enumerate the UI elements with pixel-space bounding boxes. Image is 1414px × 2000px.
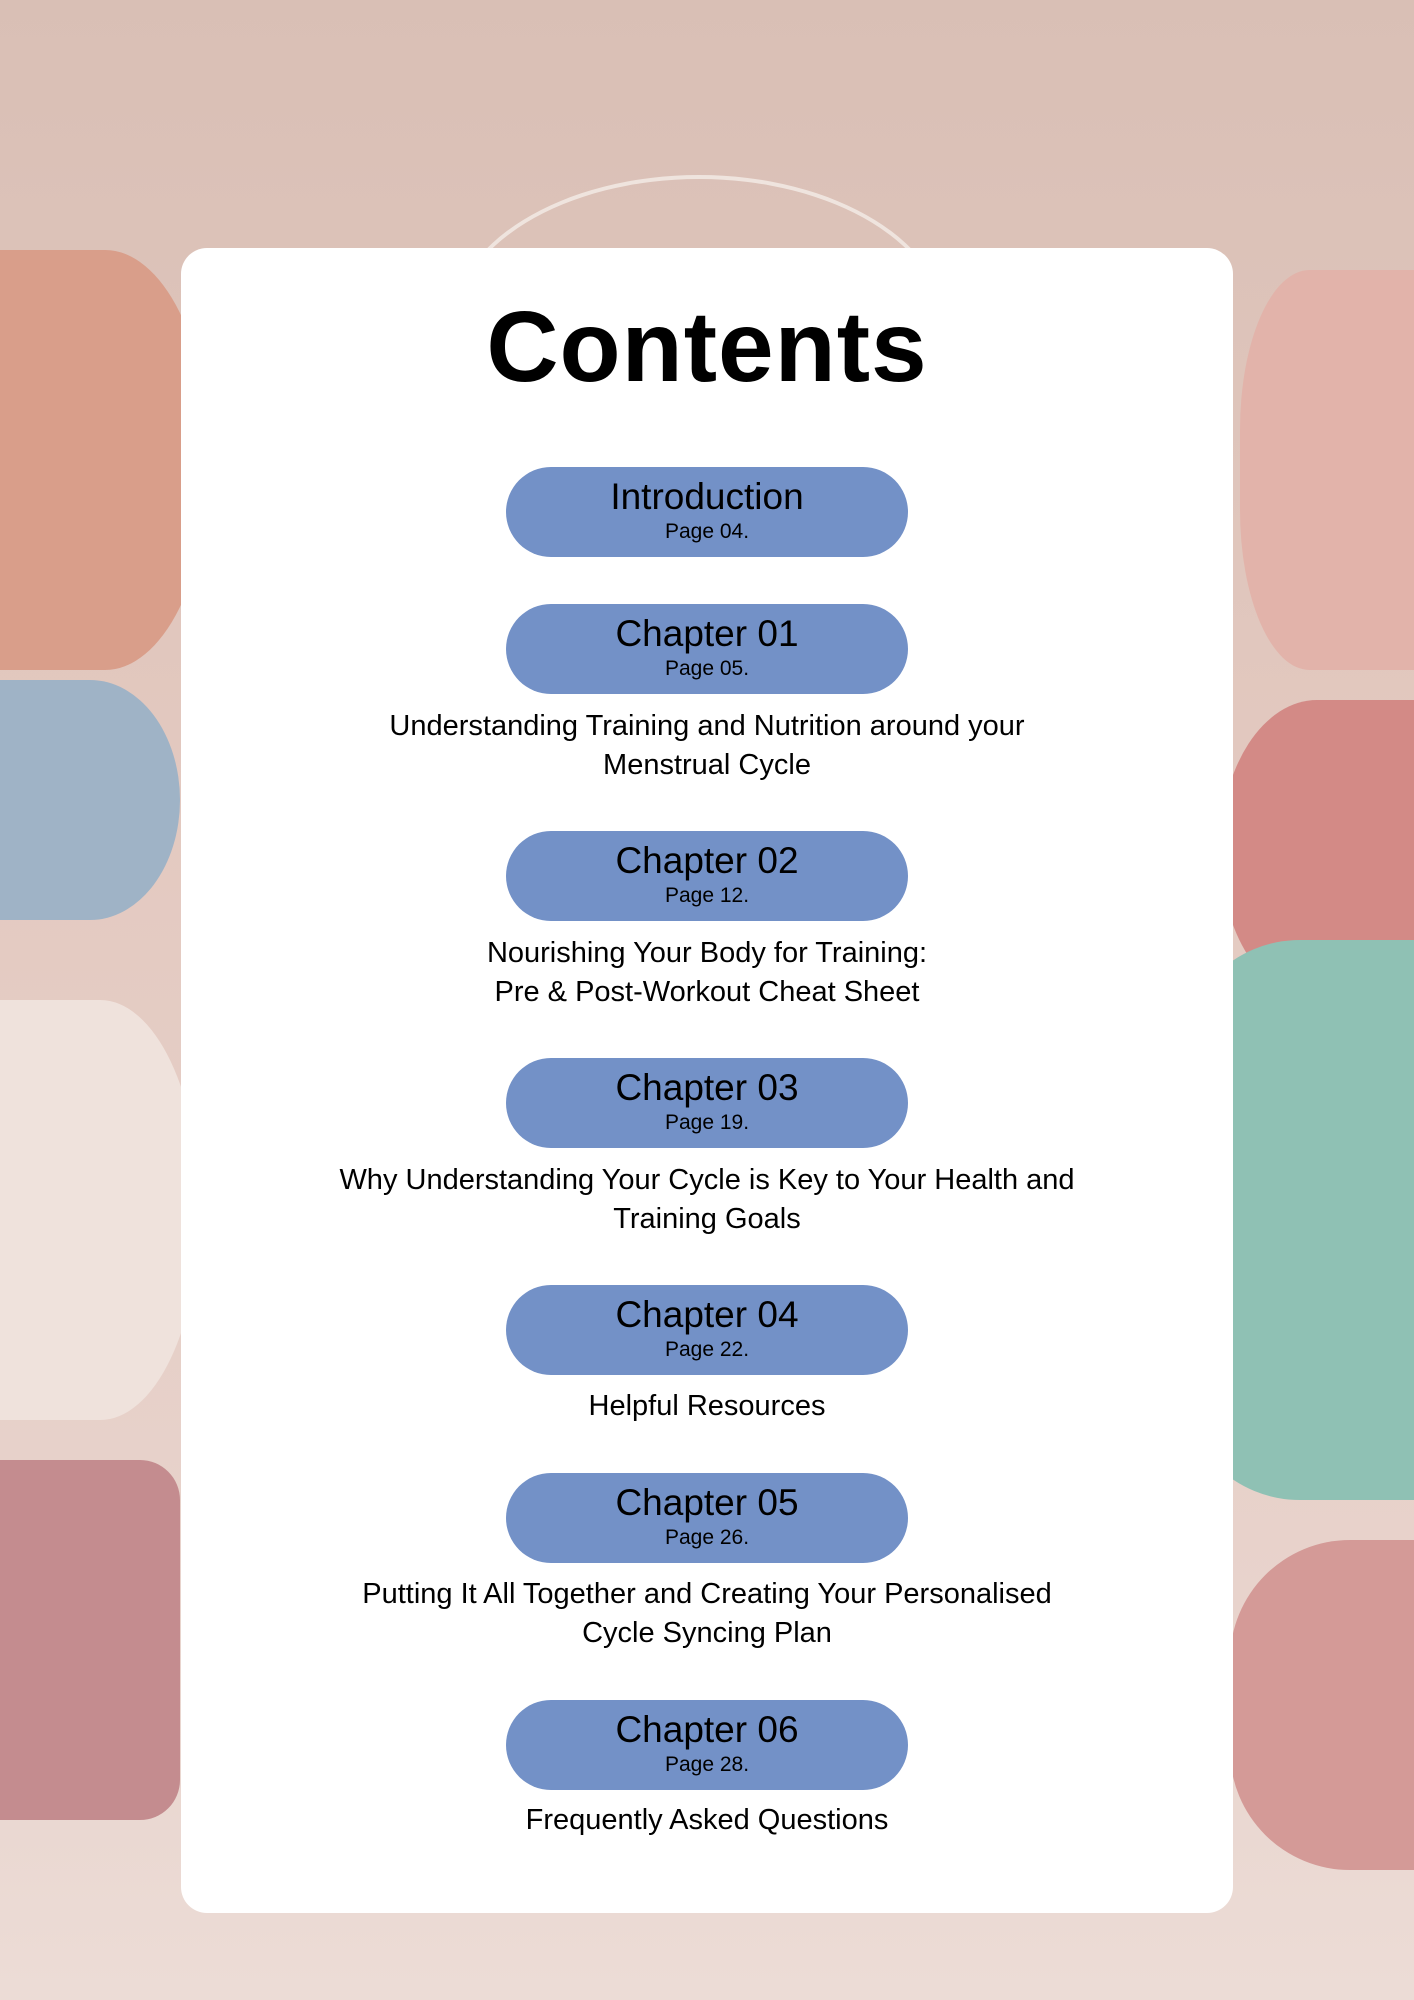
- background-fern: [1240, 270, 1414, 670]
- toc-item-title: Chapter 02: [615, 840, 799, 881]
- description-line: Cycle Syncing Plan: [582, 1617, 832, 1649]
- description-line: Nourishing Your Body for Training:: [486, 937, 928, 969]
- description-line: Understanding Training and Nutrition aro…: [389, 710, 1025, 742]
- toc-item-title: Introduction: [610, 476, 804, 517]
- toc-item-page: Page 28.: [664, 1753, 750, 1776]
- toc-item-page: Page 19.: [664, 1111, 750, 1134]
- background-leaf-blue: [0, 680, 180, 920]
- toc-item-page: Page 12.: [664, 884, 750, 907]
- toc-item-title: Chapter 06: [615, 1709, 799, 1750]
- chapter-04-description: Helpful Resources: [200, 1387, 1214, 1426]
- description-line: Why Understanding Your Cycle is Key to Y…: [339, 1164, 1075, 1196]
- toc-item-chapter-02[interactable]: Chapter 02 Page 12.: [506, 831, 908, 921]
- description-line: Pre & Post-Workout Cheat Sheet: [494, 976, 920, 1008]
- background-yoga-mat: [1230, 1540, 1414, 1870]
- background-petal-white: [0, 1000, 200, 1420]
- description-line: Helpful Resources: [588, 1390, 826, 1422]
- toc-item-chapter-05[interactable]: Chapter 05 Page 26.: [506, 1473, 908, 1563]
- background-dumbbell: [0, 1460, 180, 1820]
- toc-item-title: Chapter 04: [615, 1294, 799, 1335]
- toc-item-page: Page 22.: [664, 1338, 750, 1361]
- description-line: Putting It All Together and Creating You…: [362, 1578, 1052, 1610]
- toc-item-page: Page 26.: [664, 1526, 750, 1549]
- toc-item-introduction[interactable]: Introduction Page 04.: [506, 467, 908, 557]
- toc-item-page: Page 04.: [664, 520, 750, 543]
- chapter-03-description: Why Understanding Your Cycle is Key to Y…: [200, 1161, 1214, 1239]
- toc-item-title: Chapter 03: [615, 1067, 799, 1108]
- toc-item-chapter-03[interactable]: Chapter 03 Page 19.: [506, 1058, 908, 1148]
- chapter-01-description: Understanding Training and Nutrition aro…: [200, 707, 1214, 785]
- chapter-02-description: Nourishing Your Body for Training: Pre &…: [200, 934, 1214, 1012]
- toc-item-chapter-01[interactable]: Chapter 01 Page 05.: [506, 604, 908, 694]
- toc-item-chapter-06[interactable]: Chapter 06 Page 28.: [506, 1700, 908, 1790]
- toc-item-title: Chapter 05: [615, 1482, 799, 1523]
- chapter-06-description: Frequently Asked Questions: [200, 1801, 1214, 1840]
- description-line: Menstrual Cycle: [603, 749, 811, 781]
- toc-item-page: Page 05.: [664, 657, 750, 680]
- toc-item-title: Chapter 01: [615, 613, 799, 654]
- toc-item-chapter-04[interactable]: Chapter 04 Page 22.: [506, 1285, 908, 1375]
- description-line: Training Goals: [613, 1203, 801, 1235]
- background-flower-left: [0, 250, 210, 670]
- page-title: Contents: [486, 291, 928, 403]
- chapter-05-description: Putting It All Together and Creating You…: [200, 1575, 1214, 1653]
- description-line: Frequently Asked Questions: [525, 1804, 889, 1836]
